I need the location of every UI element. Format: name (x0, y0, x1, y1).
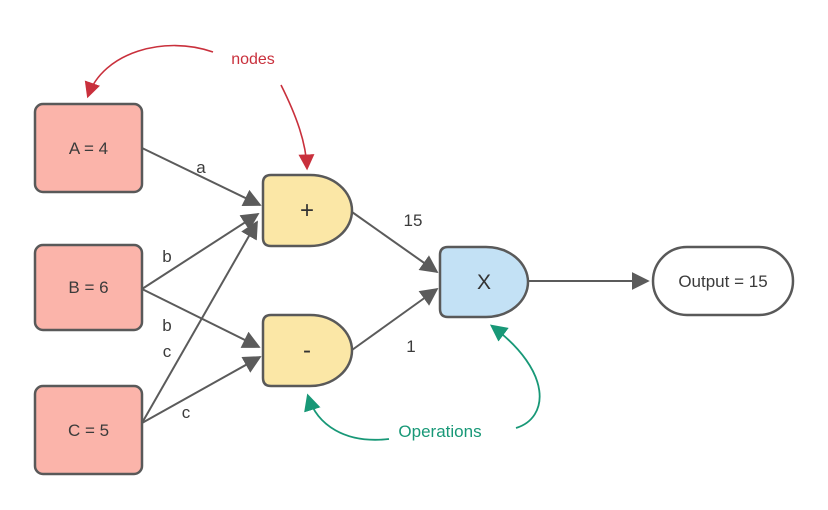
output-node-label: Output = 15 (678, 272, 767, 291)
edge-label-c-bottom: c (182, 403, 191, 422)
operations-annotation-label: Operations (398, 422, 481, 441)
operation-node-mul-label: X (477, 271, 491, 294)
edge-add-to-mul[interactable] (351, 211, 439, 274)
input-node-b-label: B = 6 (68, 278, 108, 297)
edge-label-15: 15 (404, 211, 423, 230)
nodes-annotation-arrow-to-a[interactable] (84, 44, 214, 99)
input-node-a-label: A = 4 (69, 139, 108, 158)
edge-b-to-add[interactable] (141, 213, 260, 290)
operations-annotation-arrow-to-sub[interactable] (304, 393, 390, 441)
edge-label-b-top: b (162, 247, 171, 266)
operation-node-mul[interactable] (438, 245, 530, 319)
input-node-c[interactable] (33, 384, 144, 476)
operations-annotation-arrow-to-mul[interactable] (489, 324, 541, 429)
operations-annotation-arrows (304, 324, 541, 441)
output-node[interactable] (651, 245, 795, 317)
input-node-c-label: C = 5 (68, 421, 109, 440)
edges-layer (141, 147, 650, 424)
operation-node-sub[interactable] (261, 313, 354, 388)
edge-label-c-top: c (163, 342, 172, 361)
operation-node-add-label: + (300, 197, 314, 224)
nodes-annotation-label: nodes (231, 51, 275, 68)
operation-node-sub-label: - (303, 337, 311, 364)
input-node-b[interactable] (33, 243, 144, 332)
operation-node-add[interactable] (261, 173, 354, 248)
edge-label-b-bottom: b (162, 316, 171, 335)
edge-label-1: 1 (406, 337, 415, 356)
edge-c-to-sub[interactable] (141, 356, 262, 424)
edge-label-a: a (196, 158, 206, 177)
nodes-annotation-arrow-to-add[interactable] (280, 84, 315, 171)
edge-b-to-sub[interactable] (141, 288, 261, 348)
nodes-annotation-arrows (84, 44, 315, 171)
edge-a-to-add[interactable] (141, 147, 262, 207)
edge-sub-to-mul[interactable] (351, 287, 439, 351)
input-node-a[interactable] (33, 102, 144, 194)
edge-c-to-add[interactable] (141, 220, 258, 424)
